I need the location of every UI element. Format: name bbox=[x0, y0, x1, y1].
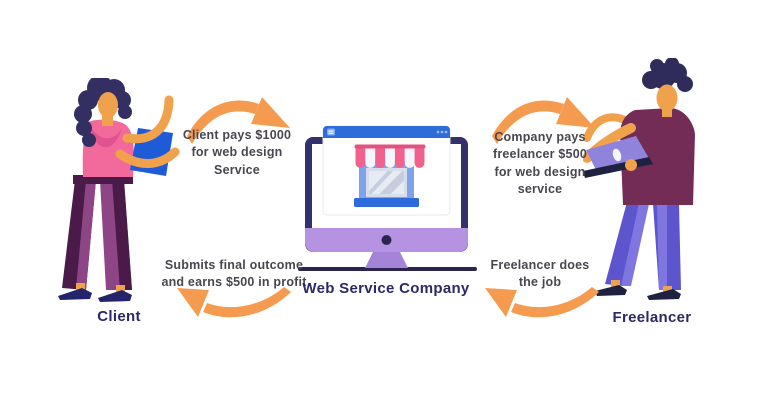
browser-window-icon bbox=[322, 125, 451, 216]
freelancer-shoe-left bbox=[595, 285, 627, 296]
caption-client-pays: Client pays $1000 for web design Service bbox=[182, 128, 292, 177]
client-arms bbox=[115, 95, 180, 169]
store-icon bbox=[354, 144, 426, 207]
client-shoe-left bbox=[58, 288, 92, 300]
freelancer-shirt bbox=[620, 108, 695, 205]
freelancer-legs bbox=[595, 202, 681, 300]
client-legs bbox=[58, 175, 133, 302]
freelancer-shoe-right bbox=[647, 289, 681, 300]
caption-submits-outcome: Submits final outcome and earns $500 in … bbox=[161, 258, 307, 290]
dots-icon bbox=[436, 130, 448, 134]
client-label: Client bbox=[97, 308, 141, 325]
monitor-stand bbox=[365, 252, 408, 268]
arrow-company-to-freelancer-icon bbox=[492, 97, 595, 144]
freelancer-hair bbox=[642, 58, 693, 92]
client-head bbox=[74, 78, 132, 147]
client-illustration bbox=[58, 78, 180, 302]
awning-icon bbox=[354, 144, 426, 168]
desk-line bbox=[298, 267, 477, 271]
caption-freelancer-does-job: Freelancer does the job bbox=[490, 258, 590, 290]
arrow-client-to-company-icon bbox=[187, 97, 290, 144]
freelancer-head bbox=[642, 58, 693, 117]
freelancer-illustration bbox=[583, 58, 695, 300]
caption-company-pays: Company pays freelancer $500 for web des… bbox=[492, 130, 588, 196]
company-illustration bbox=[298, 125, 477, 271]
laptop-icon bbox=[583, 136, 653, 178]
freelancer-label: Freelancer bbox=[612, 309, 692, 326]
arrow-company-to-client-icon bbox=[177, 287, 291, 318]
arrow-freelancer-to-company-icon bbox=[485, 287, 599, 318]
client-shoe-right bbox=[98, 290, 132, 302]
company-label: Web Service Company bbox=[302, 280, 470, 297]
